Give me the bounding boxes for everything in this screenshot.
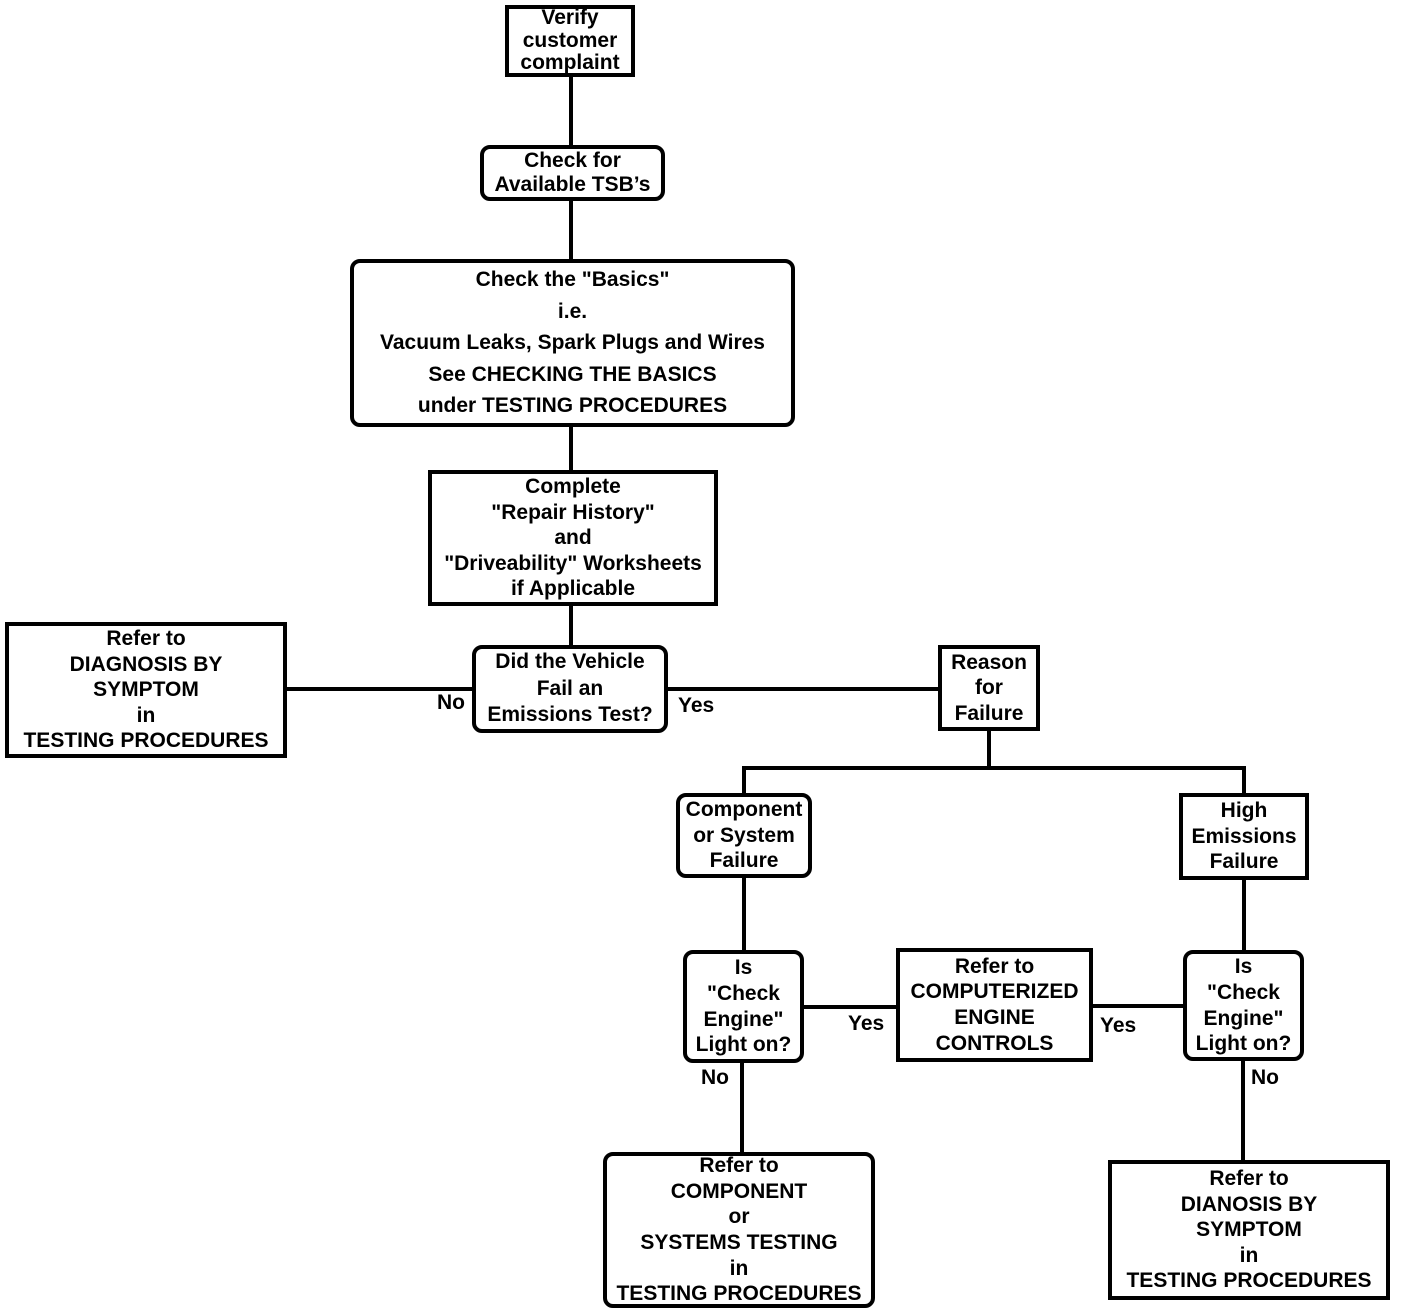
- connector-branch-horizontal: [742, 766, 1246, 770]
- edge-label-label-yes-check-right: Yes: [1099, 1014, 1138, 1037]
- connector-basics-to-worksheets: [569, 425, 573, 472]
- connector-reason-down: [987, 729, 991, 770]
- node-dianosis-by-symptom-right: Refer to DIANOSIS BY SYMPTOM in TESTING …: [1108, 1160, 1390, 1300]
- node-label: Component or System Failure: [685, 798, 803, 873]
- node-label: High Emissions Failure: [1191, 799, 1297, 874]
- node-label: Check the "Basics" i.e. Vacuum Leaks, Sp…: [380, 268, 765, 418]
- node-complete-worksheets: Complete "Repair History" and "Driveabil…: [428, 470, 718, 606]
- node-diagnosis-by-symptom-left: Refer to DIAGNOSIS BY SYMPTOM in TESTING…: [5, 622, 287, 758]
- connector-check-left-no-down: [740, 1061, 744, 1154]
- node-computerized-engine-controls: Refer to COMPUTERIZED ENGINE CONTROLS: [896, 948, 1093, 1062]
- edge-label-label-yes-check-left: Yes: [847, 1012, 886, 1035]
- node-check-engine-light-right: Is "Check Engine" Light on?: [1183, 950, 1304, 1061]
- node-label: Refer to DIAGNOSIS BY SYMPTOM in TESTING…: [23, 626, 269, 753]
- connector-branch-to-component: [742, 766, 746, 795]
- node-verify-customer-complaint: Verify customer complaint: [505, 5, 635, 77]
- connector-tsb-to-basics: [569, 199, 573, 261]
- edge-label-label-yes-emissions: Yes: [677, 694, 716, 717]
- connector-emissions-no-left: [285, 687, 474, 691]
- node-component-system-failure: Component or System Failure: [676, 793, 812, 878]
- node-emissions-test: Did the Vehicle Fail an Emissions Test?: [472, 645, 668, 733]
- connector-worksheets-to-emissions: [569, 604, 573, 647]
- node-label: Reason for Failure: [951, 650, 1027, 725]
- node-label: Did the Vehicle Fail an Emissions Test?: [487, 650, 653, 727]
- node-check-basics: Check the "Basics" i.e. Vacuum Leaks, Sp…: [350, 259, 795, 427]
- node-label: Refer to DIANOSIS BY SYMPTOM in TESTING …: [1126, 1166, 1372, 1293]
- node-label: Is "Check Engine" Light on?: [695, 956, 792, 1057]
- node-label: Refer to COMPUTERIZED ENGINE CONTROLS: [910, 954, 1079, 1055]
- node-check-engine-light-left: Is "Check Engine" Light on?: [683, 950, 804, 1063]
- connector-high-to-check-right: [1242, 878, 1246, 952]
- edge-label-label-no-check-left: No: [700, 1066, 730, 1089]
- node-check-tsb: Check for Available TSB’s: [480, 145, 665, 201]
- node-high-emissions-failure: High Emissions Failure: [1179, 793, 1309, 880]
- connector-check-left-yes: [802, 1005, 898, 1009]
- node-label: Complete "Repair History" and "Driveabil…: [444, 474, 702, 601]
- node-label: Verify customer complaint: [520, 6, 620, 75]
- node-label: Is "Check Engine" Light on?: [1195, 955, 1292, 1056]
- node-label: Check for Available TSB’s: [494, 149, 651, 196]
- node-reason-for-failure: Reason for Failure: [938, 645, 1040, 731]
- connector-component-to-check-left: [742, 876, 746, 952]
- edge-label-label-no-emissions: No: [436, 691, 466, 714]
- node-component-systems-testing: Refer to COMPONENT or SYSTEMS TESTING in…: [603, 1152, 875, 1308]
- edge-label-label-no-check-right: No: [1250, 1066, 1280, 1089]
- connector-emissions-yes-right: [666, 687, 940, 691]
- node-label: Refer to COMPONENT or SYSTEMS TESTING in…: [616, 1154, 862, 1306]
- connector-check-right-no-down: [1241, 1059, 1245, 1162]
- connector-controls-yes-right: [1091, 1004, 1185, 1008]
- connector-branch-to-high-emissions: [1242, 766, 1246, 795]
- connector-verify-to-tsb: [569, 75, 573, 147]
